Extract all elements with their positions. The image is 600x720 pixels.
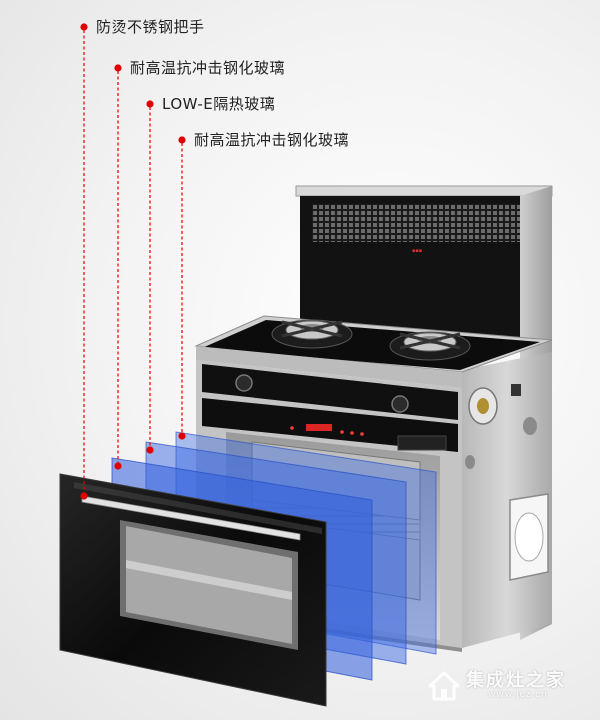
- right-burner-icon: [389, 331, 471, 361]
- cabinet-body: [462, 186, 552, 648]
- side-bolt-icon: [523, 417, 537, 435]
- right-knob-icon[interactable]: [391, 395, 409, 413]
- callout-dot: [146, 100, 154, 108]
- callout-leaders: [80, 23, 186, 500]
- side-switch-icon: [511, 384, 521, 396]
- callout-handle: 防烫不锈钢把手: [96, 18, 205, 36]
- control-touch-panel[interactable]: [397, 435, 447, 451]
- door-handle[interactable]: [81, 495, 301, 541]
- hood-logo-mark: ▪▪▪: [412, 248, 422, 254]
- callout-dot: [146, 446, 154, 454]
- door-window-rack: [126, 560, 292, 600]
- hood-vent-grille: [312, 204, 524, 242]
- side-gas-connector-icon: [477, 398, 489, 414]
- callout-outer-tempered-glass: 耐高温抗冲击钢化玻璃: [130, 59, 286, 77]
- watermark-title: 集成灶之家: [466, 670, 566, 691]
- callout-dot: [178, 432, 186, 440]
- range-hood-panel: ▪▪▪: [295, 185, 553, 350]
- door-window-view: [126, 526, 292, 644]
- callout-dot: [114, 64, 122, 72]
- callout-low-e-glass: LOW-E隔热玻璃: [162, 95, 276, 113]
- callout-dot: [80, 492, 88, 500]
- cooktop-front-lip: [196, 346, 462, 388]
- hood-top-trim: [295, 185, 553, 197]
- cooktop: [194, 315, 553, 388]
- callout-dot: [80, 23, 88, 31]
- watermark: 集成灶之家 www.jcz.cn: [426, 664, 586, 710]
- side-bolt-icon: [465, 455, 475, 469]
- watermark-url: www.jcz.cn: [488, 690, 548, 700]
- oven-door[interactable]: [59, 473, 327, 707]
- left-knob-icon[interactable]: [235, 374, 253, 392]
- control-display: [290, 424, 364, 436]
- left-burner-icon: [271, 319, 353, 349]
- side-fan-duct-icon: [514, 512, 544, 562]
- callout-dot: [178, 136, 186, 144]
- door-top-shine: [74, 482, 322, 534]
- house-logo-icon: [428, 671, 460, 701]
- callout-dot: [114, 462, 122, 470]
- callout-inner-tempered-glass: 耐高温抗冲击钢化玻璃: [194, 131, 350, 149]
